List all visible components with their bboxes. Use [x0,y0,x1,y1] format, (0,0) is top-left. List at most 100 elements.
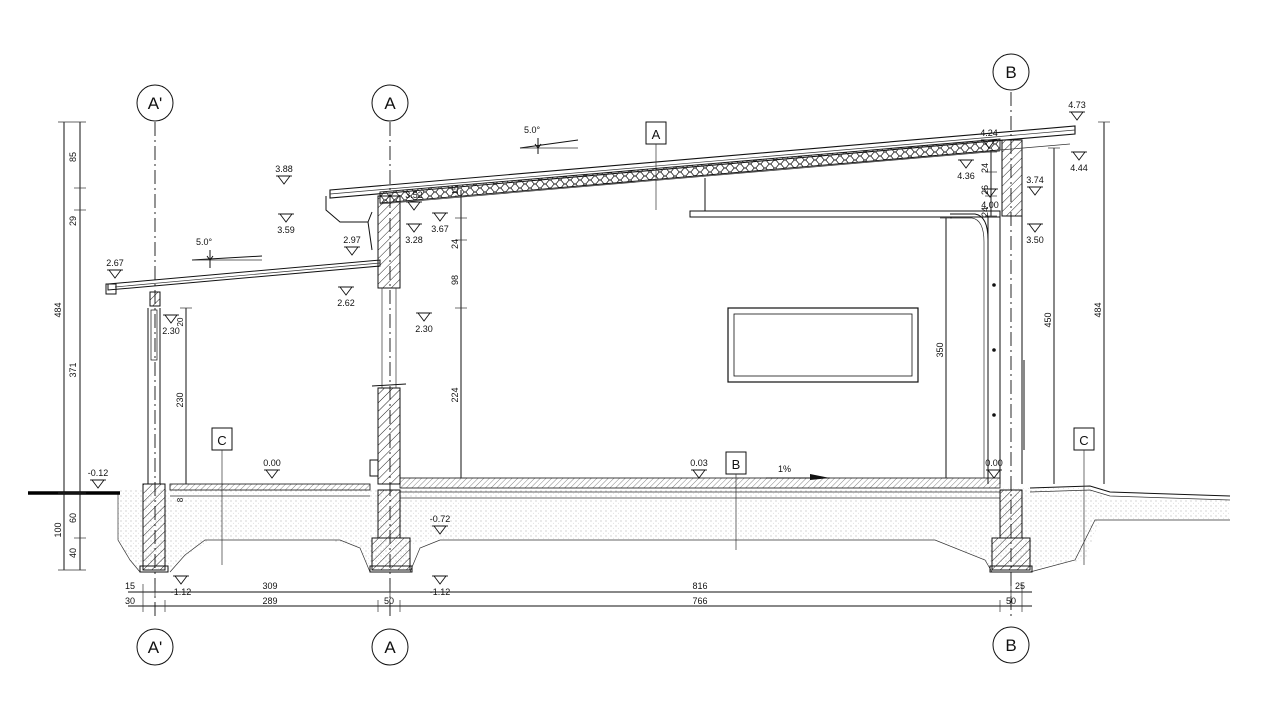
svg-text:A': A' [148,94,163,113]
svg-text:A: A [384,638,396,657]
level-triangle [692,469,706,479]
slope-floor: 1% [766,464,830,480]
level-marker-footing-left-bottom: -1.12 [171,575,192,597]
foundations [139,483,1033,573]
level-label: 3.67 [431,224,449,234]
grid-axes [154,92,1012,620]
svg-text:5.0°: 5.0° [524,125,541,135]
level-triangle [983,188,997,198]
level-triangle [277,175,291,185]
svg-text:766: 766 [692,596,707,606]
level-marker-ridge-inner: 4.44 [1070,151,1088,173]
svg-text:A: A [384,94,396,113]
svg-text:30: 30 [125,596,135,606]
svg-text:350: 350 [935,342,945,357]
level-marker-eave-top-b: 4.24 [980,128,998,149]
ceiling-beam [689,178,1001,218]
level-triangle [1028,223,1042,233]
level-triangle [417,312,431,322]
grid-bubble-b-bottom: B [992,626,1030,664]
level-marker-canopy-beam: 2.30 [162,314,180,336]
svg-text:A': A' [148,638,163,657]
level-marker-canopy-a: 2.97 [343,235,361,256]
level-marker-canopy-edge: 2.67 [106,258,124,279]
svg-text:5.0°: 5.0° [196,237,213,247]
svg-text:A: A [652,127,661,142]
level-label: 4.44 [1070,163,1088,173]
dims-bottom: 15 30 309 289 50 816 766 25 50 [125,581,1032,612]
svg-text:50: 50 [1006,596,1016,606]
dims-canopy: 230 20 8 [175,307,192,502]
svg-text:484: 484 [1093,302,1103,317]
svg-text:60: 60 [68,513,78,523]
svg-text:289: 289 [262,596,277,606]
svg-text:100: 100 [53,522,63,537]
svg-text:8: 8 [176,497,185,502]
level-triangle [407,201,421,211]
level-triangle [345,246,359,256]
ground-fill [117,488,1230,573]
svg-text:C: C [1079,433,1088,448]
level-label: 4.73 [1068,100,1086,110]
svg-text:C: C [217,433,226,448]
slope-canopy: 5.0° [191,237,263,268]
level-triangle [433,212,447,222]
dims-left: 484 85 29 371 100 60 40 [53,121,86,571]
level-label: 3.88 [275,164,293,174]
grid-bubble-a-prime-bottom: A' [136,628,174,666]
canopy-roof [105,259,381,295]
svg-text:371: 371 [68,362,78,377]
level-marker-ceiling-b: 4.36 [957,159,975,181]
level-marker-floor-porch: 0.00 [263,458,281,479]
level-triangle [1070,111,1084,121]
svg-text:224: 224 [450,387,460,402]
level-triangle [279,213,293,223]
level-triangle [108,269,122,279]
svg-text:230: 230 [175,392,185,407]
wall-b [950,139,1025,484]
svg-text:24: 24 [980,163,990,173]
level-label: 3.28 [405,235,423,245]
window [727,307,919,383]
level-marker-floor-b: 0.00 [985,458,1003,479]
level-triangle [265,469,279,479]
level-marker-roof-a-under: 3.59 [277,213,295,235]
level-marker-beam-b-mid: 4.00 [981,188,999,210]
level-triangle [1028,186,1042,196]
slope-main-roof: 5.0° [519,125,579,154]
level-label: -0.72 [430,514,451,524]
level-marker-beam-b-top: 3.74 [1026,175,1044,196]
level-label: -1.12 [171,587,192,597]
svg-text:25: 25 [1015,581,1025,591]
level-marker-wall-a-top: 3.52 [405,190,423,211]
svg-text:816: 816 [692,581,707,591]
level-label: 2.67 [106,258,124,268]
section-tag-c-left: C [211,427,233,565]
section-tag-a: A [645,121,667,210]
level-label: -0.12 [88,468,109,478]
level-triangle [164,314,178,324]
dims-wall-a: 15 24 98 224 [450,185,467,479]
svg-text:29: 29 [68,216,78,226]
svg-text:450: 450 [1043,312,1053,327]
level-label: 3.74 [1026,175,1044,185]
level-label: 2.30 [162,326,180,336]
svg-text:15: 15 [451,185,460,194]
section-tag-c-right: C [1073,427,1095,565]
svg-text:40: 40 [68,548,78,558]
level-label: 3.52 [405,190,423,200]
dims-right: 450 484 [1043,121,1110,484]
wall-a [369,195,407,485]
level-label: 3.59 [277,225,295,235]
level-marker-floor-main: 0.03 [690,458,708,479]
svg-text:20: 20 [176,317,185,326]
level-label: 2.97 [343,235,361,245]
level-triangle [982,139,996,149]
level-label: 4.24 [980,128,998,138]
svg-text:50: 50 [384,596,394,606]
level-marker-wall-a-inner: 3.67 [431,212,449,234]
level-marker-ridge: 4.73 [1068,100,1086,121]
